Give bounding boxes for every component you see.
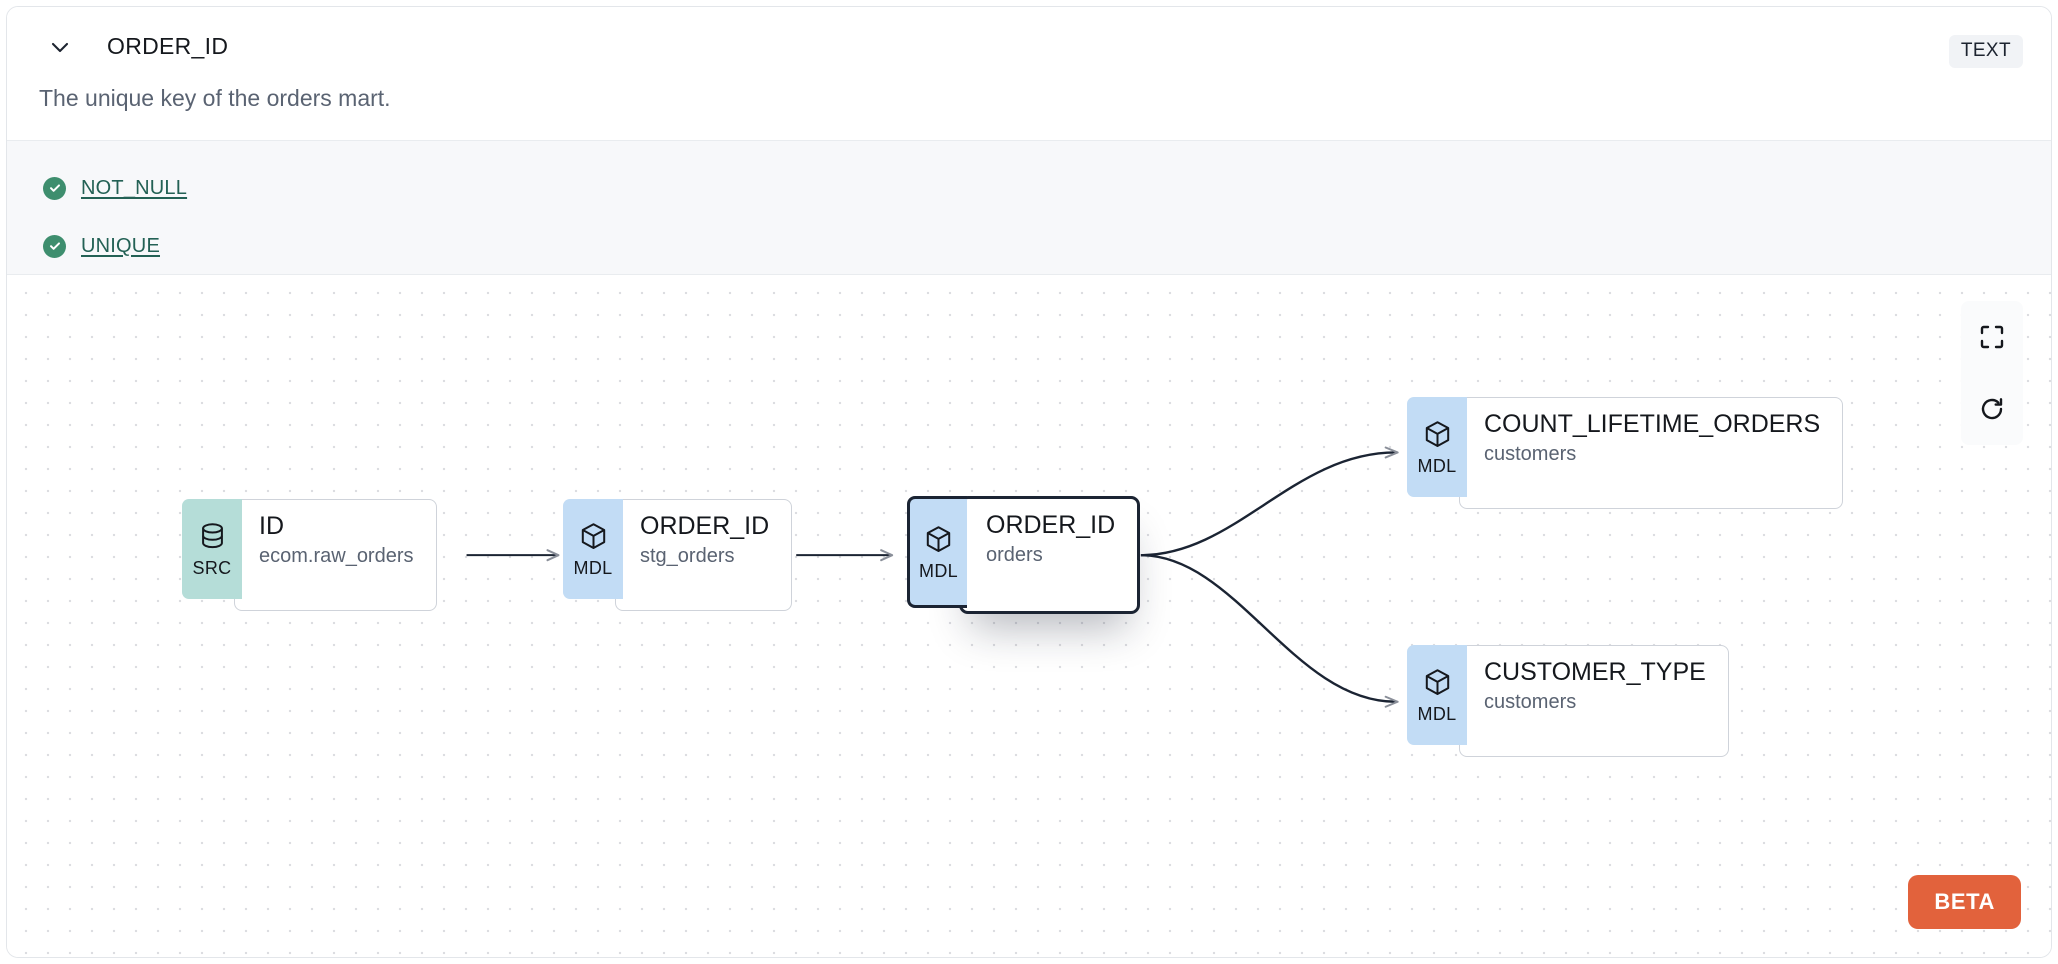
panel-header: ORDER_ID TEXT The unique key of the orde… <box>7 7 2051 140</box>
lineage-canvas[interactable]: SRC ID ecom.raw_orders MDL ORDE <box>7 275 2051 957</box>
node-badge-label: SRC <box>192 557 232 578</box>
refresh-icon <box>1979 396 2005 422</box>
node-badge-label: MDL <box>919 560 958 581</box>
node-body: CUSTOMER_TYPE customers <box>1459 645 1729 757</box>
node-badge-label: MDL <box>573 557 613 578</box>
page-title: ORDER_ID <box>107 33 229 59</box>
test-row: NOT_NULL <box>7 159 2051 217</box>
refresh-button[interactable] <box>1961 373 2023 445</box>
column-description: The unique key of the orders mart. <box>39 85 391 111</box>
lineage-node-id[interactable]: SRC ID ecom.raw_orders <box>182 499 437 611</box>
node-body: ID ecom.raw_orders <box>234 499 437 611</box>
beta-badge[interactable]: BETA <box>1908 875 2021 929</box>
node-body: COUNT_LIFETIME_ORDERS customers <box>1459 397 1844 509</box>
node-badge-label: MDL <box>1417 455 1457 476</box>
node-column-name: ORDER_ID <box>986 511 1116 539</box>
check-circle-icon <box>43 176 66 200</box>
canvas-controls <box>1961 301 2023 445</box>
node-column-name: ID <box>259 512 284 540</box>
node-badge-label: MDL <box>1417 703 1457 724</box>
column-detail-panel: ORDER_ID TEXT The unique key of the orde… <box>6 6 2052 958</box>
node-body: ORDER_ID orders <box>959 496 1141 614</box>
test-link-not-null[interactable]: NOT_NULL <box>81 176 188 199</box>
lineage-node-customer-type[interactable]: MDL CUSTOMER_TYPE customers <box>1407 645 1729 757</box>
check-circle-icon <box>43 234 66 258</box>
chevron-down-icon[interactable] <box>47 34 73 60</box>
lineage-node-orders-selected[interactable]: MDL ORDER_ID orders <box>907 496 1141 614</box>
node-type-badge-src: SRC <box>182 499 242 599</box>
test-row: UNIQUE <box>7 217 2051 275</box>
node-body: ORDER_ID stg_orders <box>615 499 793 611</box>
node-column-name: ORDER_ID <box>640 512 770 540</box>
tests-section: NOT_NULL UNIQUE <box>7 140 2051 275</box>
lineage-edges <box>466 446 1399 708</box>
fullscreen-icon <box>1979 324 2005 350</box>
data-type-badge: TEXT <box>1948 35 2023 68</box>
lineage-node-stg-orders[interactable]: MDL ORDER_ID stg_orders <box>563 499 793 611</box>
header-title-row: ORDER_ID <box>47 33 228 60</box>
node-column-name: COUNT_LIFETIME_ORDERS <box>1484 410 1821 438</box>
node-table-name: customers <box>1484 690 1577 713</box>
node-type-badge-mdl: MDL <box>563 499 623 599</box>
node-type-badge-mdl: MDL <box>1407 645 1467 745</box>
node-type-badge-mdl: MDL <box>907 496 967 608</box>
node-type-badge-mdl: MDL <box>1407 397 1467 497</box>
node-table-name: stg_orders <box>640 544 735 567</box>
cube-icon <box>1423 420 1452 455</box>
cube-icon <box>924 525 953 560</box>
node-table-name: ecom.raw_orders <box>259 544 414 567</box>
cube-icon <box>1423 668 1452 703</box>
node-column-name: CUSTOMER_TYPE <box>1484 658 1706 686</box>
lineage-node-count-lifetime-orders[interactable]: MDL COUNT_LIFETIME_ORDERS customers <box>1407 397 1844 509</box>
fullscreen-button[interactable] <box>1961 301 2023 373</box>
test-link-unique[interactable]: UNIQUE <box>81 234 160 257</box>
database-icon <box>199 522 226 557</box>
node-table-name: customers <box>1484 442 1577 465</box>
cube-icon <box>579 522 608 557</box>
node-table-name: orders <box>986 543 1043 566</box>
